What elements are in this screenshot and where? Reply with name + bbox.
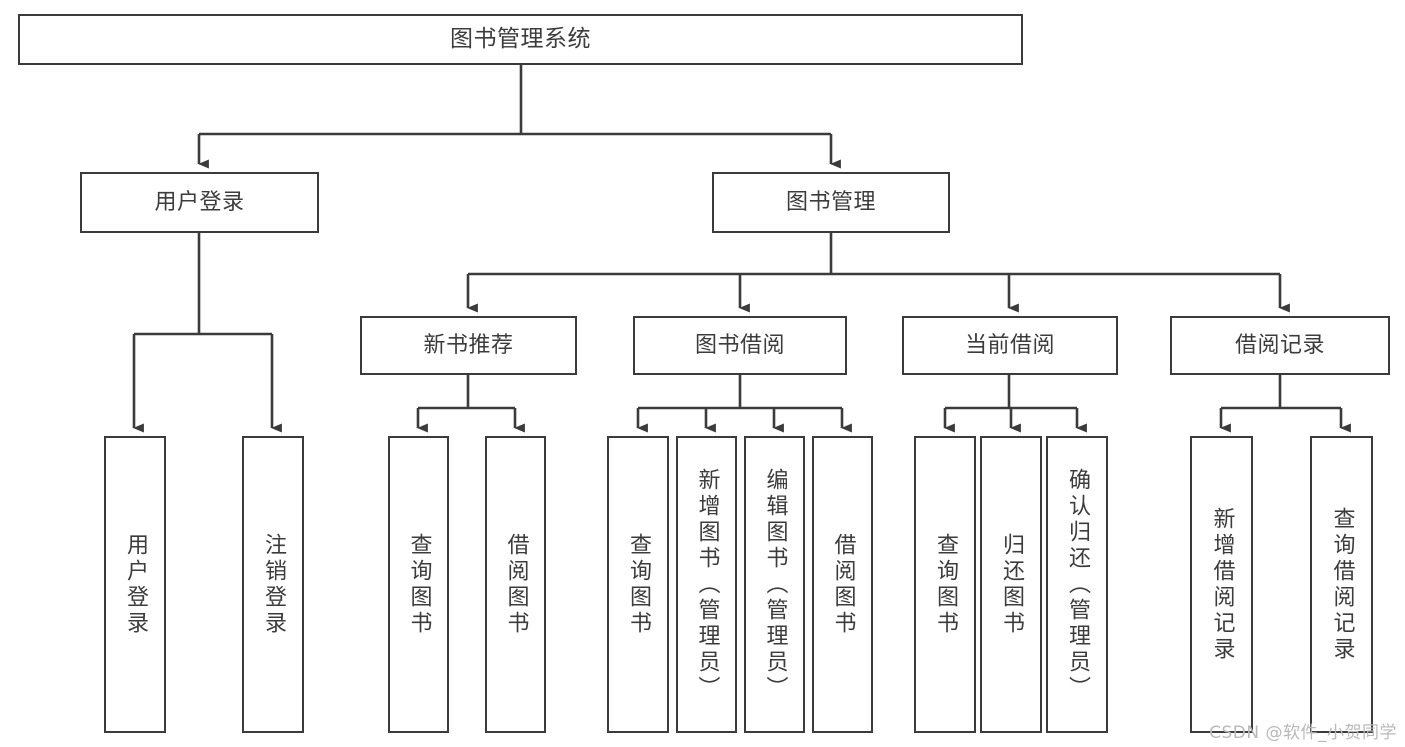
node-leaf-confirm-return-admin[interactable]: 确认归还（管理员） xyxy=(1046,436,1108,733)
node-leaf-query-book-2-label: 查询图书 xyxy=(625,532,651,637)
node-leaf-confirm-return-admin-label: 确认归还（管理员） xyxy=(1064,467,1090,702)
node-new-book-recommend-label: 新书推荐 xyxy=(423,332,514,358)
node-leaf-return-book-label: 归还图书 xyxy=(998,532,1024,637)
node-book-borrow-label: 图书借阅 xyxy=(694,332,785,358)
node-leaf-borrow-book-1[interactable]: 借阅图书 xyxy=(485,436,546,733)
node-leaf-query-book-1[interactable]: 查询图书 xyxy=(388,436,449,733)
node-root-label: 图书管理系统 xyxy=(450,25,591,52)
node-new-book-recommend[interactable]: 新书推荐 xyxy=(360,316,577,375)
node-leaf-borrow-book-2[interactable]: 借阅图书 xyxy=(812,436,873,733)
node-leaf-add-borrow-record[interactable]: 新增借阅记录 xyxy=(1190,436,1253,733)
node-leaf-add-book-admin-label: 新增图书（管理员） xyxy=(694,467,720,702)
node-borrow-record[interactable]: 借阅记录 xyxy=(1170,316,1390,375)
node-leaf-query-book-3[interactable]: 查询图书 xyxy=(914,436,976,733)
node-leaf-add-book-admin[interactable]: 新增图书（管理员） xyxy=(676,436,737,733)
node-leaf-query-book-2[interactable]: 查询图书 xyxy=(607,436,669,733)
node-book-manage-label: 图书管理 xyxy=(785,189,876,215)
node-root-book-management-system[interactable]: 图书管理系统 xyxy=(18,14,1023,65)
node-leaf-query-book-1-label: 查询图书 xyxy=(406,532,432,637)
node-leaf-user-login[interactable]: 用户登录 xyxy=(104,436,166,733)
node-user-login[interactable]: 用户登录 xyxy=(80,172,319,233)
node-leaf-logout-login-label: 注销登录 xyxy=(260,532,286,637)
node-book-borrow[interactable]: 图书借阅 xyxy=(633,316,847,375)
node-leaf-query-book-3-label: 查询图书 xyxy=(932,532,958,637)
node-current-borrow-label: 当前借阅 xyxy=(964,332,1055,358)
node-book-manage[interactable]: 图书管理 xyxy=(712,172,950,233)
node-leaf-borrow-book-2-label: 借阅图书 xyxy=(830,532,856,637)
node-leaf-edit-book-admin[interactable]: 编辑图书（管理员） xyxy=(744,436,805,733)
node-leaf-borrow-book-1-label: 借阅图书 xyxy=(503,532,529,637)
node-leaf-return-book[interactable]: 归还图书 xyxy=(980,436,1042,733)
node-leaf-query-borrow-record[interactable]: 查询借阅记录 xyxy=(1310,436,1373,733)
node-borrow-record-label: 借阅记录 xyxy=(1234,332,1325,358)
node-leaf-add-borrow-record-label: 新增借阅记录 xyxy=(1209,506,1235,663)
node-leaf-logout-login[interactable]: 注销登录 xyxy=(242,436,304,733)
csdn-watermark: CSDN @软件_小贺同学 xyxy=(1209,723,1397,743)
node-leaf-query-borrow-record-label: 查询借阅记录 xyxy=(1329,506,1355,663)
node-leaf-user-login-label: 用户登录 xyxy=(122,532,148,637)
node-current-borrow[interactable]: 当前借阅 xyxy=(902,316,1118,375)
node-user-login-label: 用户登录 xyxy=(154,189,245,215)
node-leaf-edit-book-admin-label: 编辑图书（管理员） xyxy=(762,467,788,702)
